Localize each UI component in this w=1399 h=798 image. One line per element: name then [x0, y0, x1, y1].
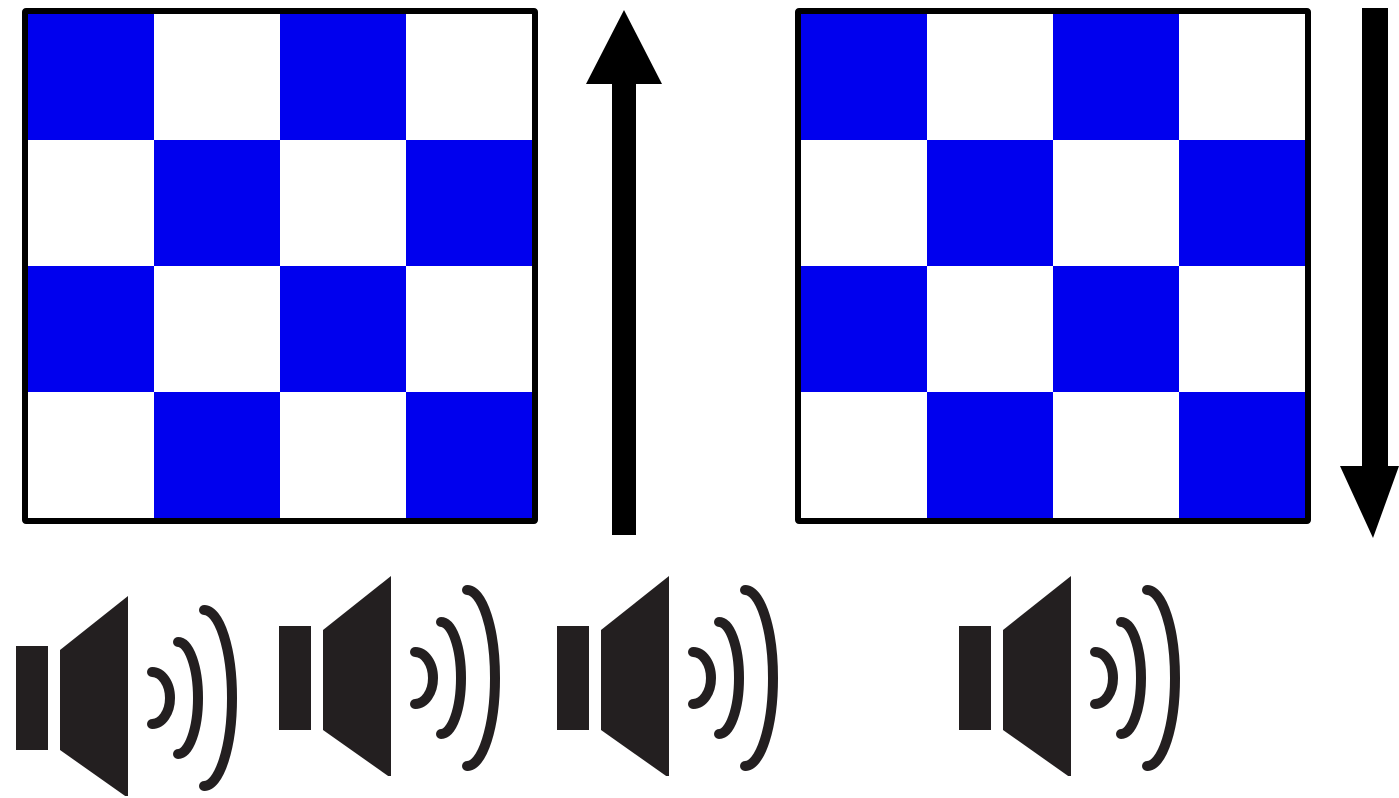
sound-wave — [1142, 585, 1180, 771]
board-cell — [154, 140, 280, 266]
sound-wave — [436, 617, 466, 739]
sound-wave — [462, 585, 500, 771]
board-cell — [154, 266, 280, 392]
board-cell — [1179, 266, 1305, 392]
sound-wave — [199, 605, 237, 791]
sound-wave — [173, 637, 203, 759]
board-cell — [1053, 14, 1179, 140]
sound-wave — [740, 585, 778, 771]
board-cell — [927, 392, 1053, 518]
sound-wave — [1090, 647, 1118, 709]
board-cell — [801, 14, 927, 140]
board-cell — [927, 14, 1053, 140]
sound-wave — [147, 667, 175, 729]
board-cell — [927, 266, 1053, 392]
board-cell — [28, 14, 154, 140]
speaker-icon-3 — [557, 576, 778, 776]
board-cell — [280, 266, 406, 392]
sound-wave — [1116, 617, 1146, 739]
board-cell — [1053, 266, 1179, 392]
board-cell — [406, 14, 532, 140]
board-cell — [406, 266, 532, 392]
checkerboard-left — [22, 8, 538, 524]
board-cell — [801, 266, 927, 392]
board-cell — [154, 14, 280, 140]
speaker-icon-2 — [279, 576, 500, 776]
board-cell — [280, 140, 406, 266]
board-cell — [1053, 140, 1179, 266]
sound-wave — [714, 617, 744, 739]
board-cell — [1179, 392, 1305, 518]
board-cell — [28, 140, 154, 266]
board-cell — [801, 392, 927, 518]
speaker-icon-1 — [16, 596, 237, 796]
board-cell — [1179, 140, 1305, 266]
board-cell — [28, 266, 154, 392]
board-cell — [406, 140, 532, 266]
board-cell — [406, 392, 532, 518]
arrow-down-icon — [1340, 8, 1399, 538]
board-cell — [280, 14, 406, 140]
checkerboard-right — [795, 8, 1311, 524]
arrow-up-icon — [586, 10, 662, 535]
board-cell — [1179, 14, 1305, 140]
speaker-icon-4 — [959, 576, 1180, 776]
board-cell — [927, 140, 1053, 266]
board-cell — [154, 392, 280, 518]
board-cell — [28, 392, 154, 518]
board-cell — [280, 392, 406, 518]
sound-wave — [410, 647, 438, 709]
board-cell — [1053, 392, 1179, 518]
board-cell — [801, 140, 927, 266]
sound-wave — [688, 647, 716, 709]
